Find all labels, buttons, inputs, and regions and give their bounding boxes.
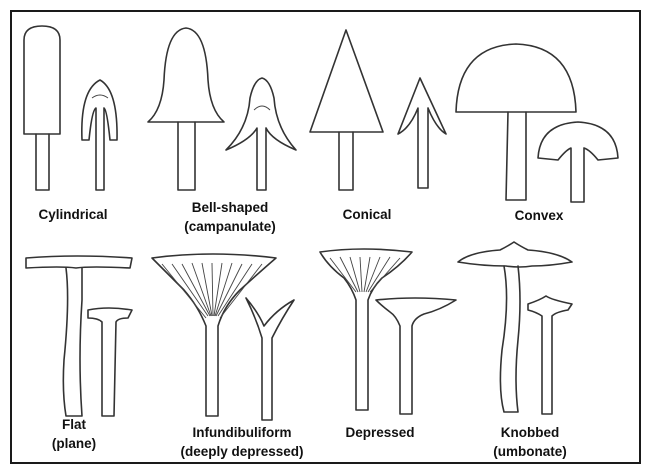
flat-label: Flat (plane) xyxy=(52,415,96,453)
depressed-mushroom xyxy=(320,249,456,414)
infundibuliform-mushroom xyxy=(152,254,294,420)
cylindrical-mushroom xyxy=(24,26,117,190)
flat-mushroom xyxy=(26,256,132,416)
conical-mushroom xyxy=(310,30,446,190)
bell-shaped-label: Bell-shaped (campanulate) xyxy=(184,198,276,236)
conical-label: Conical xyxy=(343,205,392,224)
knobbed-label: Knobbed (umbonate) xyxy=(493,423,567,461)
cylindrical-label: Cylindrical xyxy=(38,205,107,224)
infundibuliform-label: Infundibuliform (deeply depressed) xyxy=(180,423,303,461)
convex-mushroom xyxy=(456,44,618,202)
bell-shaped-mushroom xyxy=(148,28,296,190)
convex-label: Convex xyxy=(515,206,564,225)
depressed-label: Depressed xyxy=(345,423,414,442)
knobbed-mushroom xyxy=(458,242,572,414)
